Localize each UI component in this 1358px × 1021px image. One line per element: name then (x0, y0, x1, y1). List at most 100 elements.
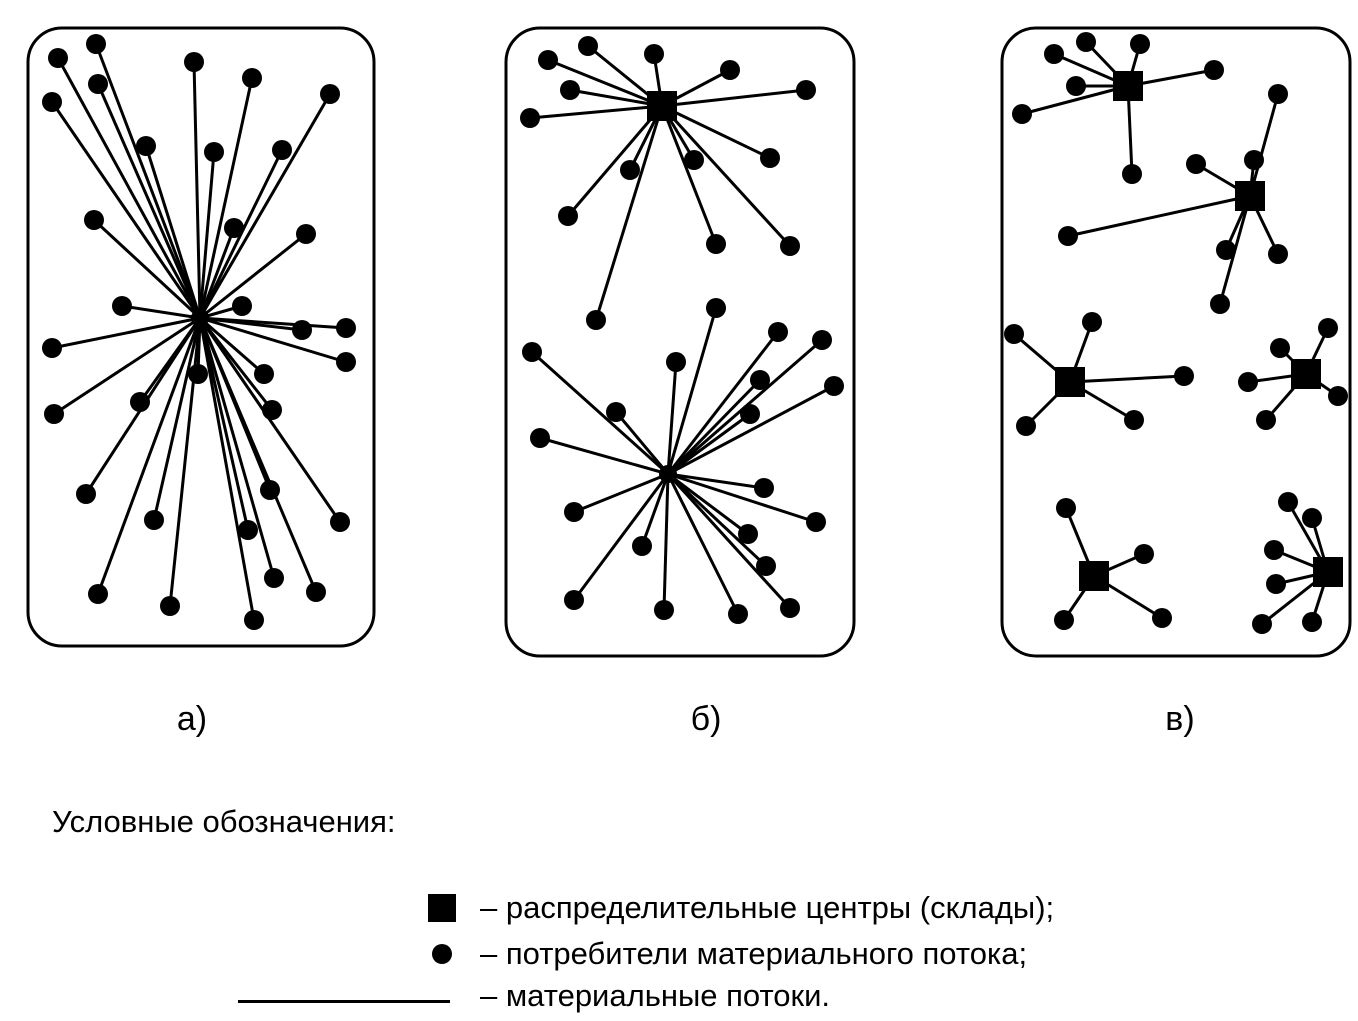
material-flow-line (51, 316, 201, 350)
consumer-node (184, 52, 204, 72)
consumer-node (1058, 226, 1078, 246)
consumer-node (1238, 372, 1258, 392)
material-flow-line (666, 361, 678, 475)
consumer-node (706, 298, 726, 318)
consumer-node (1318, 318, 1338, 338)
consumer-node (578, 36, 598, 56)
material-flow-line (1021, 84, 1129, 116)
consumer-node (1044, 44, 1064, 64)
consumer-node (262, 400, 282, 420)
consumer-node (812, 330, 832, 350)
material-flow-line (666, 307, 718, 475)
consumer-node (756, 556, 776, 576)
consumer-node (188, 364, 208, 384)
consumer-node (292, 320, 312, 340)
consumer-node (522, 342, 542, 362)
consumer-node (1302, 612, 1322, 632)
material-flow-line (152, 317, 202, 521)
consumer-node (530, 428, 550, 448)
consumer-node (330, 512, 350, 532)
consumer-node (750, 370, 770, 390)
material-flow-line (198, 227, 236, 319)
consumer-node (224, 218, 244, 238)
consumer-node (86, 34, 106, 54)
consumer-node (160, 596, 180, 616)
consumer-node (42, 92, 62, 112)
material-flow-line (566, 105, 664, 217)
consumer-node (1130, 34, 1150, 54)
material-flow-line (667, 472, 765, 490)
material-flow-line (640, 473, 670, 547)
material-flow-line (192, 61, 202, 319)
consumer-node (204, 142, 224, 162)
consumer-node (1268, 84, 1288, 104)
consumer-node (1152, 608, 1172, 628)
material-flow-line (50, 101, 202, 319)
consumer-node (780, 598, 800, 618)
legend-title: Условные обозначения: (52, 804, 396, 839)
consumer-node (1066, 76, 1086, 96)
consumer-node (824, 376, 844, 396)
legend-warehouse-symbol (428, 894, 456, 922)
consumer-node (1278, 492, 1298, 512)
material-flow-line (667, 412, 751, 476)
consumer-node (112, 296, 132, 316)
material-flow-line (1248, 93, 1280, 197)
consumer-node (88, 74, 108, 94)
material-flow-line (1069, 374, 1185, 384)
consumer-node (1012, 104, 1032, 124)
material-flow-line (92, 218, 202, 320)
material-flow-line (662, 473, 670, 611)
material-flow-line (198, 317, 342, 523)
distribution-center-node (1055, 367, 1085, 397)
consumer-node (320, 84, 340, 104)
panel-b-frame (504, 26, 856, 658)
consumer-node (1328, 386, 1348, 406)
consumer-node (306, 582, 326, 602)
material-flow-line (199, 316, 303, 332)
material-flow-line (594, 105, 664, 321)
consumer-node (520, 108, 540, 128)
panel-a-frame (26, 26, 376, 648)
consumer-node (558, 206, 578, 226)
material-flow-line (569, 88, 663, 108)
material-flow-line (144, 145, 202, 319)
consumer-node (1054, 610, 1074, 630)
legend-consumer-symbol (432, 944, 452, 964)
material-flow-line (198, 151, 216, 319)
material-flow-line (53, 316, 201, 416)
consumer-node (666, 352, 686, 372)
material-flow-line (667, 472, 749, 536)
material-flow-line (198, 77, 254, 319)
consumer-node (564, 502, 584, 522)
material-flow-line (529, 104, 663, 120)
consumer-node (242, 68, 262, 88)
legend-flow-symbol (238, 1000, 450, 1003)
material-flow-line (198, 317, 256, 621)
consumer-node (1056, 498, 1076, 518)
material-flow-line (199, 316, 347, 364)
legend-flow-text: – материальные потоки. (480, 978, 831, 1013)
consumer-node (1134, 544, 1154, 564)
consumer-node (48, 48, 68, 68)
material-flow-line (547, 58, 663, 108)
consumer-node (336, 318, 356, 338)
material-flow-line (614, 411, 670, 475)
material-flow-line (667, 384, 835, 476)
consumer-node (654, 600, 674, 620)
consumer-node (144, 510, 164, 530)
material-flow-line (1067, 194, 1251, 238)
consumer-node (272, 140, 292, 160)
consumer-node (254, 364, 274, 384)
material-flow-line (198, 93, 332, 319)
consumer-node (644, 44, 664, 64)
consumer-node (768, 322, 788, 342)
material-flow-line (661, 104, 771, 160)
consumer-node (42, 338, 62, 358)
consumer-node (238, 520, 258, 540)
consumer-node (130, 392, 150, 412)
consumer-node (232, 296, 252, 316)
material-flow-line (666, 378, 762, 476)
consumer-node (1174, 366, 1194, 386)
material-flow-line (666, 472, 792, 610)
